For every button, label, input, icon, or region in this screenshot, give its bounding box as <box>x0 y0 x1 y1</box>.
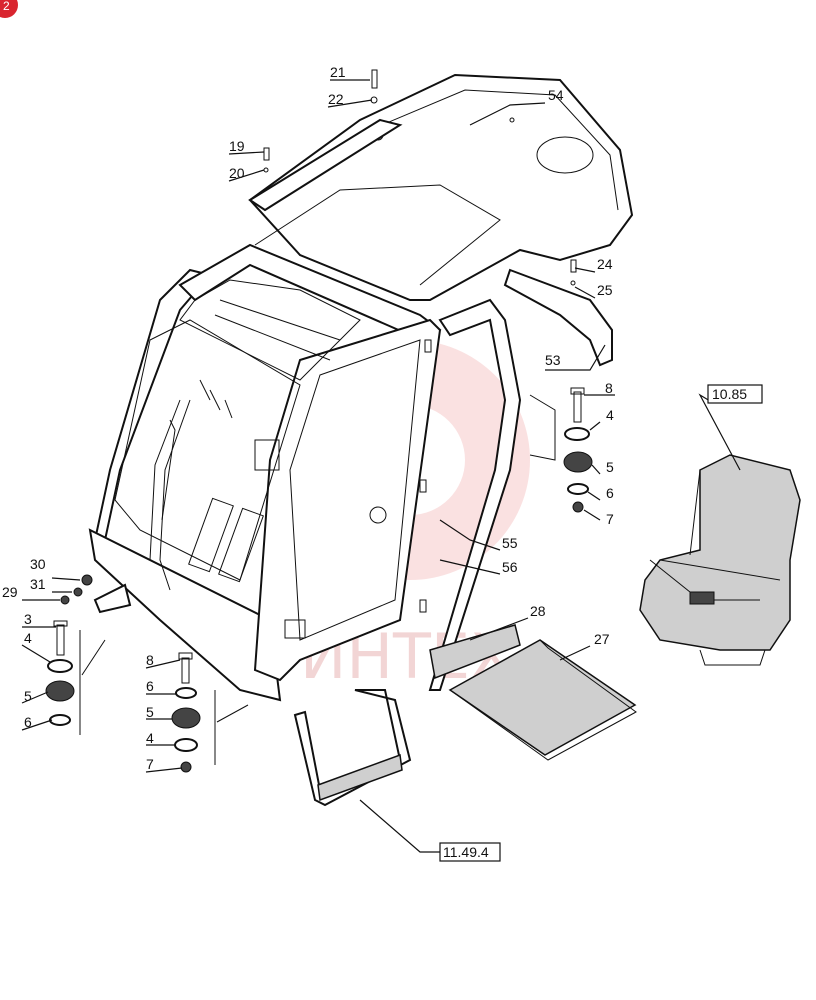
part-label-29: 29 <box>2 584 18 600</box>
part-label-19: 19 <box>229 138 245 154</box>
part-label-30: 30 <box>30 556 46 572</box>
reference-box-seat: 10.85 <box>707 384 763 404</box>
part-label-7-middle: 7 <box>146 756 154 772</box>
part-label-5-middle: 5 <box>146 704 154 720</box>
part-label-5-left: 5 <box>24 688 32 704</box>
roof-seal-strip <box>248 118 403 212</box>
part-27-floor-mat <box>448 639 637 761</box>
part-label-4-left: 4 <box>24 630 32 646</box>
part-label-55: 55 <box>502 535 518 551</box>
corner-badge-circle <box>0 0 18 18</box>
cab-roof <box>248 73 634 301</box>
part-label-54: 54 <box>548 87 564 103</box>
part-label-5-right: 5 <box>606 459 614 475</box>
reference-label-step: 11.49.4 <box>443 844 489 860</box>
operator-seat <box>639 454 801 666</box>
part-label-3-left: 3 <box>24 611 32 627</box>
part-label-24: 24 <box>597 256 613 272</box>
part-label-6-middle: 6 <box>146 678 154 694</box>
part-label-28: 28 <box>530 603 546 619</box>
roof-hatch-opening <box>536 136 594 174</box>
part-label-21: 21 <box>330 64 346 80</box>
mount-hardware-right <box>529 387 593 513</box>
part-label-8-middle: 8 <box>146 652 154 668</box>
part-label-4-middle: 4 <box>146 730 154 746</box>
part-label-4-right: 4 <box>606 407 614 423</box>
part-label-27: 27 <box>594 631 610 647</box>
reference-label-seat: 10.85 <box>712 386 747 402</box>
reference-box-step: 11.49.4 <box>439 842 501 862</box>
leader-lines <box>21 79 741 853</box>
part-label-25: 25 <box>597 282 613 298</box>
corner-badge: 2 <box>0 0 18 18</box>
part-number-labels: 21 22 54 19 20 24 25 53 8 4 5 6 7 55 56 … <box>2 64 614 772</box>
mount-hardware-left <box>45 620 106 735</box>
corner-badge-label: 2 <box>3 0 10 13</box>
part-label-7-right: 7 <box>606 511 614 527</box>
door-handle <box>284 619 306 639</box>
part-53-rear-strip <box>503 268 613 367</box>
part-label-8-right: 8 <box>605 380 613 396</box>
part-label-53: 53 <box>545 352 561 368</box>
part-label-31: 31 <box>30 576 46 592</box>
seat-belt-buckle <box>689 591 715 605</box>
cab-frame <box>88 243 522 702</box>
part-label-56: 56 <box>502 559 518 575</box>
access-step <box>293 689 412 807</box>
part-label-20: 20 <box>229 165 245 181</box>
mount-hardware-middle <box>171 652 249 773</box>
part-label-6-right: 6 <box>606 485 614 501</box>
part-label-6-left: 6 <box>24 714 32 730</box>
small-fasteners <box>60 69 577 605</box>
part-label-22: 22 <box>328 91 344 107</box>
